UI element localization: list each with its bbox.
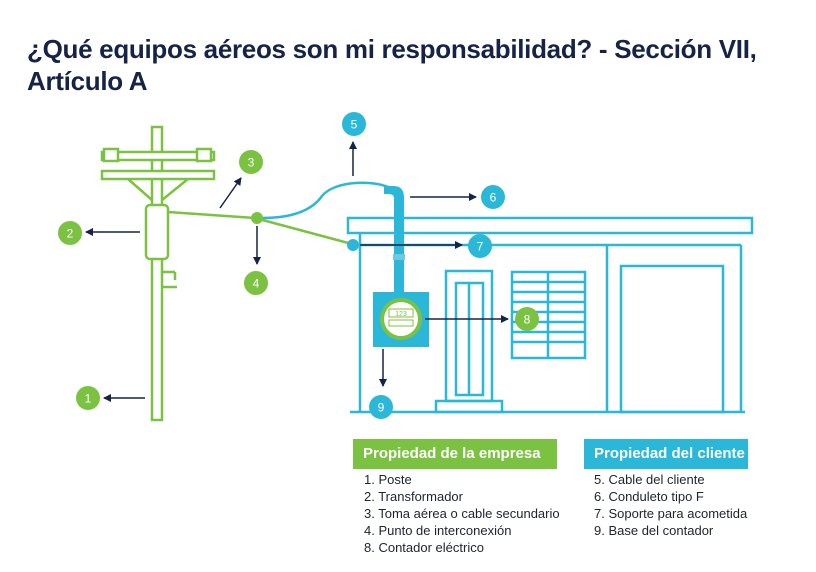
legend-company-item: 1. Poste <box>364 472 412 487</box>
legend-client-item: 9. Base del contador <box>594 523 714 538</box>
marker-3: 3 <box>239 150 263 174</box>
legend-client-list: 5. Cable del cliente 6. Conduleto tipo F… <box>594 471 747 539</box>
conduit <box>384 186 404 292</box>
page-title: ¿Qué equipos aéreos son mi responsabilid… <box>27 33 787 97</box>
marker-1: 1 <box>76 386 100 410</box>
marker-4: 4 <box>244 271 268 295</box>
arrows <box>85 141 509 402</box>
svg-text:5: 5 <box>351 118 358 132</box>
electric-meter: 123 <box>380 298 422 340</box>
interconnection-point <box>251 212 263 224</box>
legend-client-item: 5. Cable del cliente <box>594 472 705 487</box>
svg-text:1: 1 <box>85 392 92 406</box>
marker-7: 7 <box>468 234 492 258</box>
legend-company-item: 8. Contador eléctrico <box>364 540 484 555</box>
legend-client-item: 7. Soporte para acometida <box>594 506 748 521</box>
title-line-2: Artículo A <box>27 66 148 96</box>
client-cable <box>261 181 391 220</box>
legend-company-item: 2. Transformador <box>364 489 463 504</box>
marker-8: 8 <box>515 307 539 331</box>
legend-company-item: 4. Punto de interconexión <box>364 523 512 538</box>
svg-text:7: 7 <box>477 240 484 254</box>
service-support-point <box>347 239 359 251</box>
svg-text:8: 8 <box>524 313 531 327</box>
legend-client-item: 6. Conduleto tipo F <box>594 489 704 504</box>
service-drop <box>254 216 353 246</box>
svg-text:9: 9 <box>378 401 385 415</box>
legend-company-list: 1. Poste 2. Transformador 3. Toma aérea … <box>364 471 560 556</box>
marker-9: 9 <box>369 395 393 419</box>
marker-5: 5 <box>342 112 366 136</box>
svg-text:2: 2 <box>67 227 74 241</box>
utility-pole <box>100 125 256 422</box>
legend-company-item: 3. Toma aérea o cable secundario <box>364 506 560 521</box>
title-line-1: ¿Qué equipos aéreos son mi responsabilid… <box>27 34 757 64</box>
marker-2: 2 <box>58 221 82 245</box>
transformer <box>144 203 170 261</box>
marker-6: 6 <box>481 185 505 209</box>
svg-text:6: 6 <box>490 191 497 205</box>
meter-reading: 123 <box>395 311 407 318</box>
legend-company-heading: Propiedad de la empresa <box>353 439 557 469</box>
legend-client-heading: Propiedad del cliente <box>584 439 748 469</box>
conduit-clamp <box>393 254 405 260</box>
svg-text:4: 4 <box>253 277 260 291</box>
svg-text:3: 3 <box>248 156 255 170</box>
